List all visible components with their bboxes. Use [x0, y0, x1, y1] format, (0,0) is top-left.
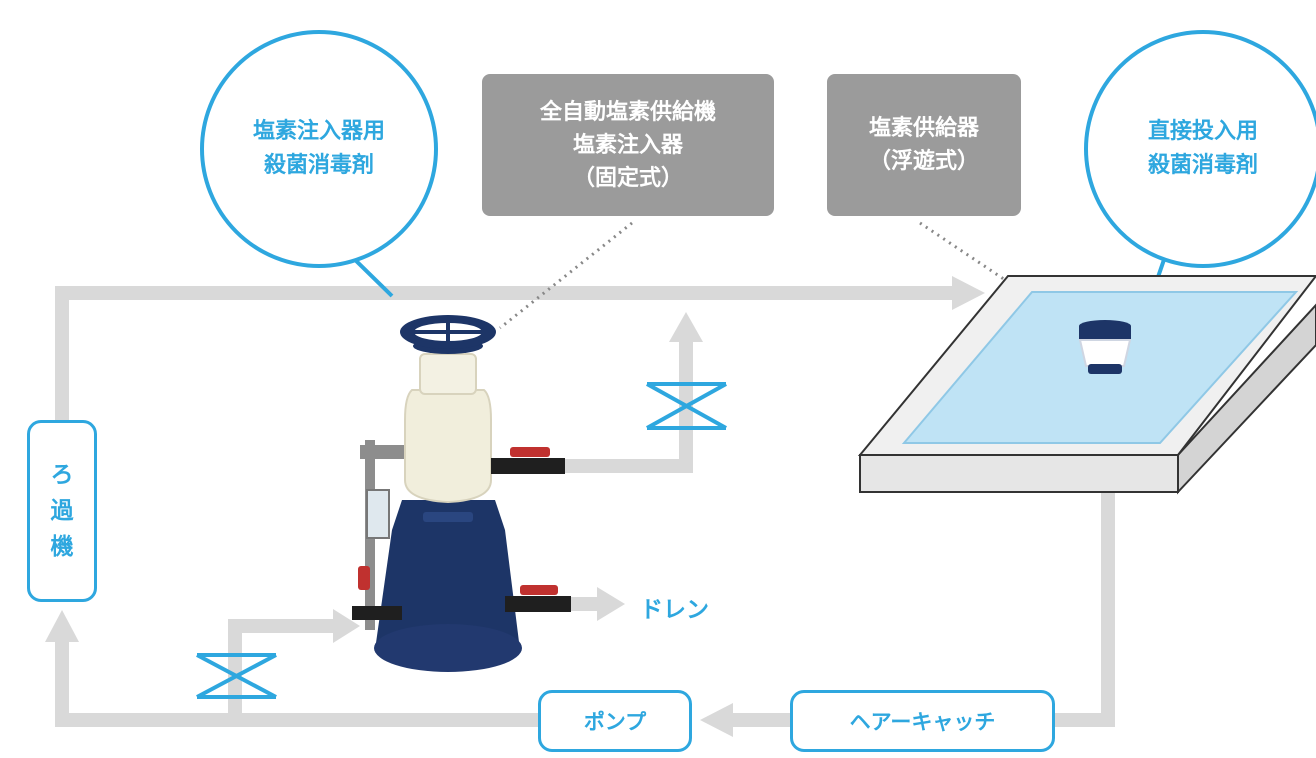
bubble-injector-disinfectant: 塩素注入器用 殺菌消毒剤: [200, 30, 438, 268]
box-right-line-2: （浮遊式）: [868, 149, 979, 174]
arrow-into-injector: [333, 609, 360, 643]
bubble-right-line-1: 直接投入用: [1147, 119, 1258, 144]
box-center-line-2: 塩素注入器: [572, 132, 683, 158]
hair-catcher-label: ヘアーキャッチ: [790, 690, 1055, 752]
pipe-network: [55, 286, 1115, 727]
bubble-left-line-2: 殺菌消毒剤: [263, 153, 374, 178]
arrow-outlet-up: [669, 312, 703, 342]
drain-label: ドレン: [640, 597, 709, 623]
pipe-bypass: [228, 619, 335, 720]
arrow-to-filter: [45, 610, 79, 642]
floating-chlorinator: [1078, 320, 1132, 374]
pipe-bottom-left: [55, 640, 540, 727]
chlorine-injector-device: [352, 315, 571, 672]
pump-label: ポンプ: [538, 690, 692, 752]
bubble-right-line-2: 殺菌消毒剤: [1147, 153, 1258, 178]
filter-char-1: ろ: [50, 462, 74, 488]
filter-label: ろ 過 機: [27, 420, 97, 602]
box-floating-chlorinator: 塩素供給器 （浮遊式）: [827, 74, 1021, 216]
valve-symbol-bypass: [196, 653, 277, 699]
valve-symbol-outlet: [646, 382, 727, 430]
bubble-left-line-1: 塩素注入器用: [252, 119, 385, 144]
arrow-to-pool: [952, 276, 985, 310]
pipe-outlet: [560, 340, 693, 473]
bubble-direct-disinfectant: 直接投入用 殺菌消毒剤: [1084, 30, 1316, 268]
pool-illustration: [857, 275, 1316, 495]
box-center-line-1: 全自動塩素供給機: [539, 99, 716, 125]
leader-center-box: [499, 221, 633, 330]
box-center-line-3: （固定式）: [572, 165, 683, 191]
box-auto-chlorine-feeder: 全自動塩素供給機 塩素注入器 （固定式）: [482, 74, 774, 216]
pipe-return: [1055, 490, 1115, 727]
filter-char-3: 機: [50, 534, 74, 560]
filter-char-2: 過: [50, 498, 74, 524]
box-right-line-1: 塩素供給器: [868, 116, 979, 141]
arrow-drain: [597, 587, 625, 621]
pipe-top-main: [55, 286, 955, 420]
arrow-to-pump: [700, 703, 733, 737]
